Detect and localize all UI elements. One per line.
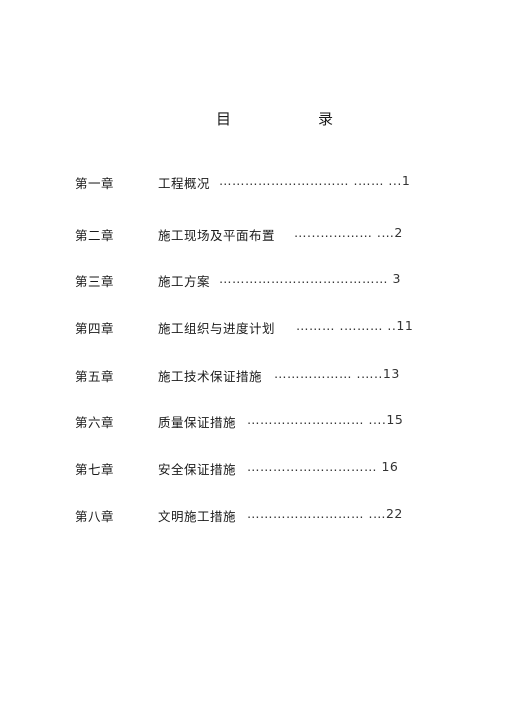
toc-chapter-title: 施工技术保证措施 — [158, 369, 263, 384]
toc-chapter: 第一章 — [75, 176, 115, 191]
toc-leader-page: ……………… .…..13 — [274, 366, 400, 381]
toc-leader-page: …...………… .…2 — [294, 225, 403, 240]
toc-chapter-title: 安全保证措施 — [158, 462, 237, 477]
toc-chapter-title: 施工现场及平面布置 — [158, 228, 276, 243]
toc-leader-page: ………………………… 16 — [247, 459, 399, 474]
toc-entry-6[interactable]: 第六章 质量保证措施 ……………………… ....15 — [0, 412, 505, 432]
toc-chapter: 第六章 — [75, 415, 115, 430]
toc-chapter-title: 施工组织与进度计划 — [158, 321, 276, 336]
toc-leader-page: ……………………… ....15 — [247, 412, 404, 427]
toc-leader-page: ……… .……… ..11 — [296, 318, 414, 333]
toc-entry-2[interactable]: 第二章 施工现场及平面布置 …...………… .…2 — [0, 225, 505, 245]
toc-chapter: 第八章 — [75, 509, 115, 524]
toc-entry-1[interactable]: 第一章 工程概况 ………………………… .…… ...1 — [0, 173, 505, 193]
toc-chapter: 第三章 — [75, 274, 115, 289]
toc-leader-page: ……………………… .…22 — [247, 506, 403, 521]
toc-entry-7[interactable]: 第七章 安全保证措施 ………………………… 16 — [0, 459, 505, 479]
toc-chapter-title: 质量保证措施 — [158, 415, 237, 430]
toc-chapter: 第四章 — [75, 321, 115, 336]
toc-entry-5[interactable]: 第五章 施工技术保证措施 ……………… .…..13 — [0, 366, 505, 386]
toc-entry-8[interactable]: 第八章 文明施工措施 ……………………… .…22 — [0, 506, 505, 526]
toc-chapter: 第二章 — [75, 228, 115, 243]
toc-title-char-1: 目 — [216, 110, 232, 128]
toc-entry-3[interactable]: 第三章 施工方案 ………………………………… 3 — [0, 271, 505, 291]
toc-chapter: 第五章 — [75, 369, 115, 384]
toc-title-char-2: 录 — [318, 110, 334, 128]
toc-chapter-title: 文明施工措施 — [158, 509, 237, 524]
toc-chapter-title: 施工方案 — [158, 274, 211, 289]
toc-chapter-title: 工程概况 — [158, 176, 211, 191]
toc-chapter: 第七章 — [75, 462, 115, 477]
toc-leader-page: ………………………… .…… ...1 — [219, 173, 411, 188]
toc-title: 目 录 — [0, 108, 505, 132]
toc-entry-4[interactable]: 第四章 施工组织与进度计划 ……… .……… ..11 — [0, 318, 505, 338]
toc-leader-page: ………………………………… 3 — [219, 271, 401, 286]
